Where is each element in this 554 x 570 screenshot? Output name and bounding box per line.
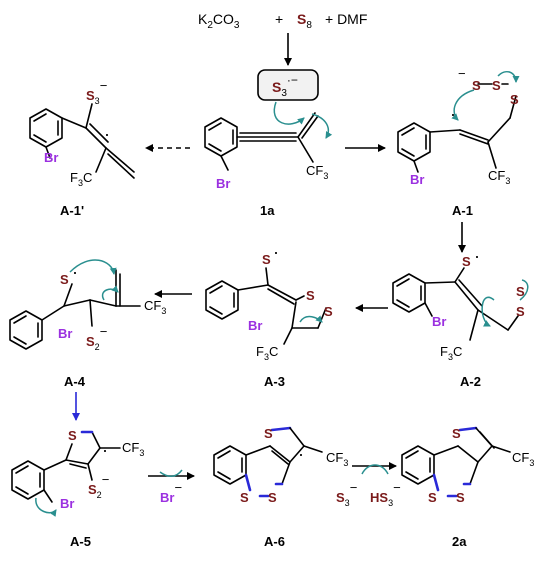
svg-text:S: S (240, 490, 249, 505)
svg-text:S: S (306, 288, 315, 303)
label-1a: 1a (260, 203, 275, 218)
svg-text:S: S (264, 426, 273, 441)
compound-a2 (392, 267, 529, 341)
svg-text:S3·−: S3·− (272, 73, 298, 99)
svg-text:CF3: CF3 (488, 168, 510, 186)
s3-radical-anion-box: S3·− (257, 69, 319, 101)
compound-2a (401, 426, 511, 498)
label-2a: 2a (452, 534, 467, 549)
svg-text:·: · (298, 444, 304, 464)
svg-text:+ DMF: + DMF (325, 11, 367, 27)
s3-attack-arrow (273, 101, 305, 125)
svg-text:Br−: Br− (160, 480, 182, 505)
svg-text:CF3: CF3 (512, 450, 534, 468)
svg-text:S: S (452, 426, 461, 441)
svg-text:Br: Br (248, 318, 262, 333)
label-a6: A-6 (264, 534, 285, 549)
svg-text:K2CO3: K2CO3 (198, 11, 240, 31)
svg-text:S: S (68, 428, 77, 443)
svg-text:S: S (462, 254, 471, 269)
svg-text:S: S (472, 78, 481, 93)
compound-a5 (11, 430, 121, 517)
svg-text:S2−: S2− (86, 324, 107, 352)
svg-text:+: + (275, 11, 283, 27)
svg-text:Br: Br (44, 150, 58, 165)
compound-a1 (397, 71, 520, 173)
svg-text:·: · (474, 246, 480, 266)
svg-text:·: · (72, 262, 78, 282)
label-a1: A-1 (452, 203, 473, 218)
svg-text:·: · (102, 440, 108, 460)
svg-text:Br: Br (60, 496, 74, 511)
svg-text:S: S (262, 252, 271, 267)
svg-text:Br: Br (58, 326, 72, 341)
svg-text:·: · (450, 104, 456, 124)
svg-text:F3C: F3C (70, 170, 92, 188)
compound-a6 (213, 426, 323, 498)
1a-cf3: CF3 (306, 163, 328, 181)
svg-text:S: S (492, 78, 501, 93)
svg-text:S8: S8 (297, 11, 312, 31)
svg-text:S2−: S2− (88, 472, 109, 500)
svg-text:Br: Br (410, 172, 424, 187)
svg-text:F3C: F3C (256, 344, 278, 362)
svg-text:S: S (428, 490, 437, 505)
label-a4: A-4 (64, 374, 86, 389)
compound-1a (204, 112, 333, 171)
compound-a1prime (29, 103, 135, 179)
svg-text:Br: Br (432, 314, 446, 329)
svg-text:CF3: CF3 (122, 440, 144, 458)
svg-text:·: · (104, 124, 110, 144)
svg-text:−: − (458, 66, 466, 81)
svg-text:S: S (516, 284, 525, 299)
compound-a3 (205, 267, 327, 345)
svg-text:S: S (324, 304, 333, 319)
svg-text:S: S (510, 92, 519, 107)
svg-text:S: S (516, 304, 525, 319)
svg-text:CF3: CF3 (144, 298, 166, 316)
compound-a4 (9, 259, 141, 350)
reagents-line: K2CO3 + S8 + DMF (198, 11, 367, 31)
label-a2: A-2 (460, 374, 481, 389)
label-a3: A-3 (264, 374, 285, 389)
label-a1prime: A-1' (60, 203, 84, 218)
svg-text:CF3: CF3 (326, 450, 348, 468)
svg-text:S: S (268, 490, 277, 505)
label-a5: A-5 (70, 534, 91, 549)
svg-text:·: · (273, 242, 279, 262)
svg-text:S: S (456, 490, 465, 505)
svg-text:S3−: S3− (86, 78, 107, 106)
1a-br: Br (216, 176, 230, 191)
svg-text:F3C: F3C (440, 344, 462, 362)
svg-text:HS3−: HS3− (370, 480, 401, 508)
svg-text:S3−: S3− (336, 480, 357, 508)
svg-text:S: S (60, 272, 69, 287)
